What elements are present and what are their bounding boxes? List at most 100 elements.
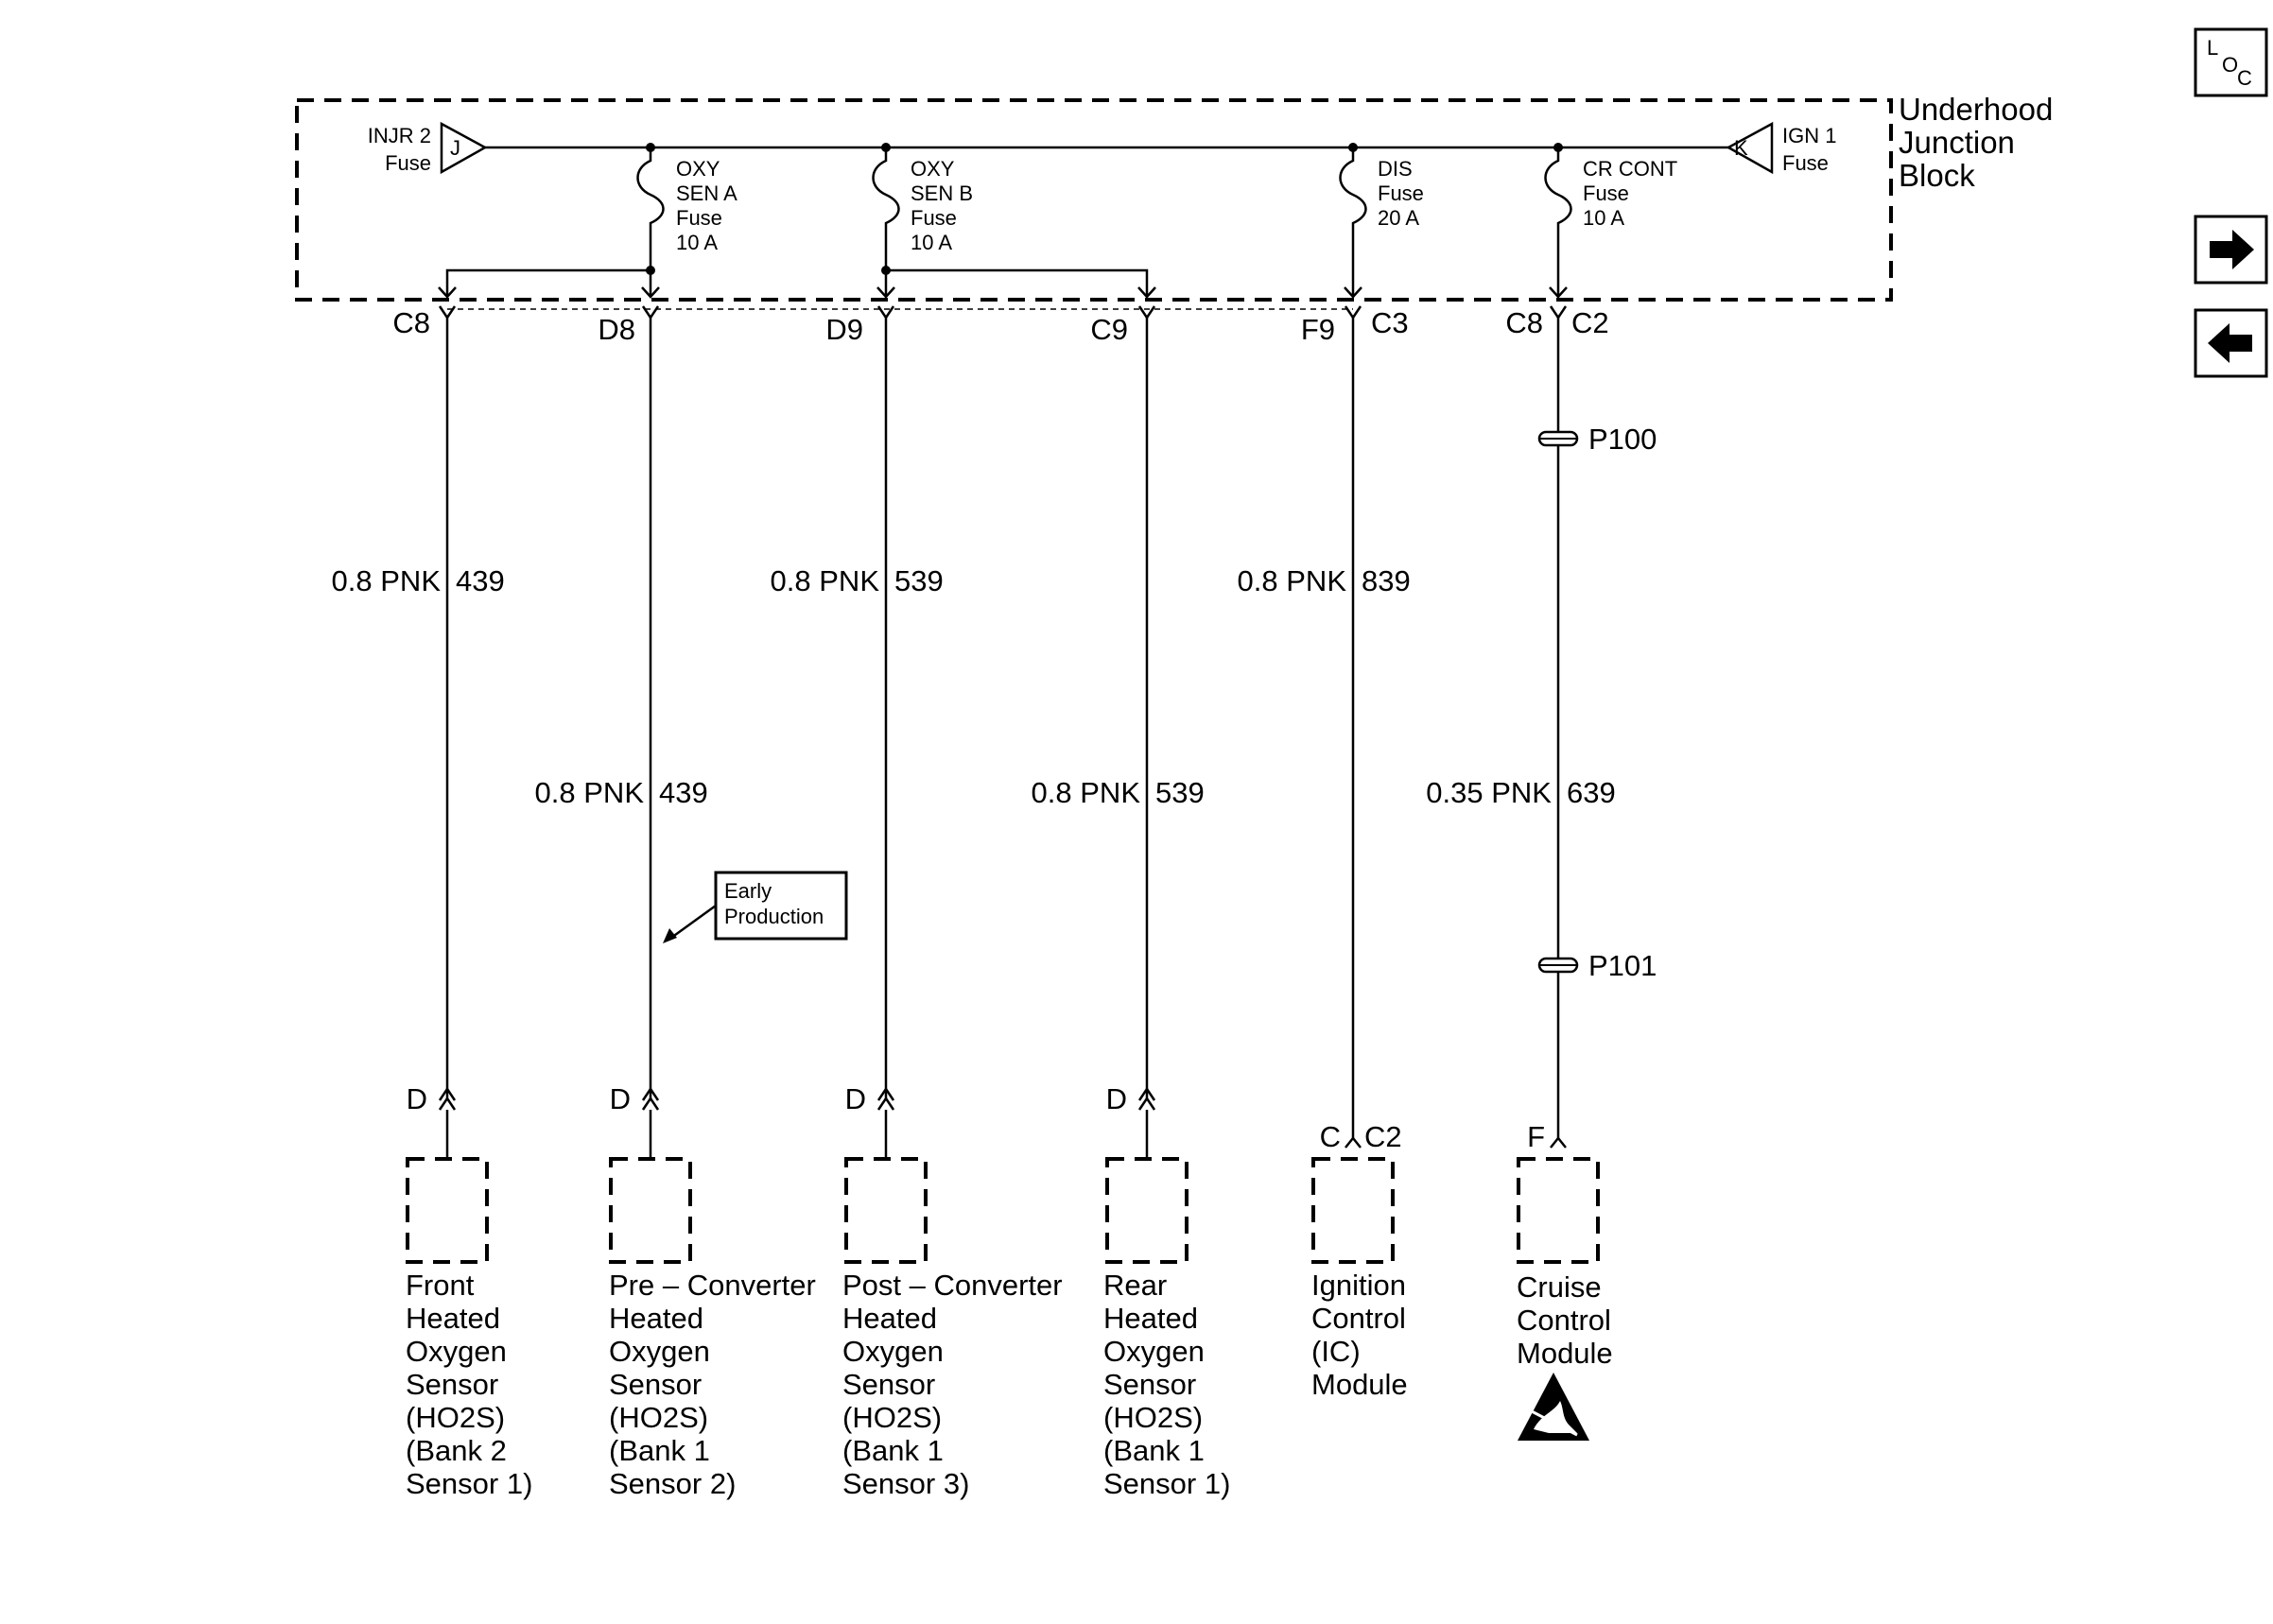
- pin-d-rear-chevron: [1137, 1086, 1156, 1111]
- esd-warning-icon: [1518, 1373, 1589, 1441]
- passthrough-p101: P101: [1537, 949, 1657, 982]
- pin-label-front: D: [407, 1082, 427, 1115]
- pin-label-pre: D: [610, 1082, 631, 1115]
- input-k-letter: K: [1734, 136, 1748, 160]
- pre-line-6: (Bank 1: [609, 1434, 710, 1467]
- cruise-line-2: Control: [1517, 1304, 1611, 1337]
- rear-line-4: Sensor: [1103, 1368, 1196, 1401]
- component-box-post-ho2s: [844, 1157, 928, 1264]
- underhood-junction-block: Underhood Junction Block J INJR 2 Fuse K…: [295, 92, 2053, 302]
- arrow-left-icon: [2208, 323, 2252, 363]
- next-page-button[interactable]: [2194, 215, 2268, 285]
- loc-button[interactable]: L O C: [2194, 27, 2268, 97]
- connector-label-d8: D8: [598, 313, 635, 346]
- pin-label-cruise: F: [1527, 1120, 1545, 1153]
- fuse-dis-element: [1339, 147, 1367, 295]
- note-arrowhead: [663, 928, 677, 943]
- cruise-line-1: Cruise: [1517, 1270, 1602, 1304]
- fuse-b-label-1: OXY: [911, 157, 955, 181]
- pin-d-post-chevron: [876, 1086, 895, 1111]
- fork-d8: [641, 305, 660, 320]
- fuse-b-label-3: Fuse: [911, 206, 957, 230]
- pre-line-1: Pre – Converter: [609, 1269, 816, 1302]
- fork-f9: [1344, 305, 1362, 320]
- fuse-oxy-sen-a: OXY SEN A Fuse 10 A: [636, 143, 737, 275]
- input-j-triangle: [440, 121, 488, 175]
- ic-line-4: Module: [1311, 1368, 1408, 1401]
- loc-button-frame: [2194, 27, 2268, 97]
- connector-label-c8-cr: C8: [1505, 306, 1543, 339]
- post-line-7: Sensor 3): [842, 1467, 969, 1500]
- component-box-cruise-module: [1517, 1157, 1600, 1264]
- wire-label-gauge-1: 0.8 PNK: [332, 564, 442, 597]
- connector-label-c2: C2: [1571, 306, 1609, 339]
- wire-label-circuit-3: 539: [894, 564, 944, 597]
- pin-c-ic-chevron: [1345, 1135, 1362, 1149]
- passthrough-p100-label: P100: [1588, 423, 1657, 456]
- rear-line-3: Oxygen: [1103, 1335, 1205, 1368]
- post-line-4: Sensor: [842, 1368, 935, 1401]
- fuse-cr-label-1: CR CONT: [1583, 157, 1677, 181]
- post-line-3: Oxygen: [842, 1335, 944, 1368]
- input-j-label-1: INJR 2: [368, 124, 431, 147]
- branch-fuse-b-to-c9: [886, 268, 1149, 295]
- component-box-front-ho2s: [406, 1157, 489, 1264]
- pre-line-2: Heated: [609, 1302, 703, 1335]
- front-line-1: Front: [406, 1269, 475, 1302]
- loc-letter-l: L: [2207, 36, 2218, 60]
- passthrough-p101-label: P101: [1588, 949, 1657, 982]
- fuse-dis-label-2: Fuse: [1378, 181, 1424, 205]
- input-k-label-1: IGN 1: [1782, 124, 1836, 147]
- arrow-c8-cr: [1549, 286, 1568, 299]
- rear-line-5: (HO2S): [1103, 1401, 1203, 1434]
- component-box-pre-ho2s: [609, 1157, 692, 1264]
- wire-label-circuit-1: 439: [456, 564, 505, 597]
- pin-label-ic: C: [1320, 1120, 1341, 1153]
- wire-label-gauge-6: 0.35 PNK: [1426, 776, 1552, 809]
- fork-c8-cr: [1549, 305, 1568, 320]
- junction-block-label-line-2: Junction: [1899, 125, 2015, 160]
- input-k-triangle: [1726, 121, 1774, 175]
- pre-line-5: (HO2S): [609, 1401, 708, 1434]
- wire-label-circuit-5: 839: [1362, 564, 1411, 597]
- wire-label-circuit-4: 539: [1155, 776, 1205, 809]
- front-line-7: Sensor 1): [406, 1467, 532, 1500]
- rear-line-1: Rear: [1103, 1269, 1167, 1302]
- input-j-label-2: Fuse: [385, 151, 431, 175]
- ic-line-1: Ignition: [1311, 1269, 1406, 1302]
- arrow-c9: [1137, 286, 1156, 299]
- front-line-2: Heated: [406, 1302, 500, 1335]
- connector-label-c9: C9: [1090, 313, 1128, 346]
- branch-fuse-a-to-c8: [445, 268, 651, 295]
- fuse-b-label-4: 10 A: [911, 231, 952, 254]
- wire-label-circuit-6: 639: [1567, 776, 1616, 809]
- fork-d9: [876, 305, 895, 320]
- note-leader-line: [670, 904, 717, 940]
- prev-button-frame: [2194, 308, 2268, 378]
- pin-label-ic-connector: C2: [1364, 1120, 1402, 1153]
- junction-block-outline: [295, 98, 1893, 302]
- junction-block-label-line-3: Block: [1899, 158, 1975, 193]
- component-label-rear-ho2s: Rear Heated Oxygen Sensor (HO2S) (Bank 1…: [1103, 1269, 1230, 1500]
- fuse-cr-label-2: Fuse: [1583, 181, 1629, 205]
- wire-label-gauge-5: 0.8 PNK: [1238, 564, 1347, 597]
- fuse-b-label-2: SEN B: [911, 181, 973, 205]
- wire-label-gauge-4: 0.8 PNK: [1032, 776, 1141, 809]
- post-line-6: (Bank 1: [842, 1434, 944, 1467]
- front-line-4: Sensor: [406, 1368, 498, 1401]
- post-line-1: Post – Converter: [842, 1269, 1063, 1302]
- rear-line-2: Heated: [1103, 1302, 1198, 1335]
- esd-slash: [1529, 1408, 1578, 1437]
- fork-c9: [1137, 305, 1156, 320]
- component-label-front-ho2s: Front Heated Oxygen Sensor (HO2S) (Bank …: [406, 1269, 532, 1500]
- input-j-letter: J: [450, 136, 460, 160]
- prev-page-button[interactable]: [2194, 308, 2268, 378]
- fuse-dis: DIS Fuse 20 A: [1339, 143, 1424, 295]
- fuse-a-label-3: Fuse: [676, 206, 722, 230]
- input-j-fuse: J INJR 2 Fuse: [368, 121, 488, 175]
- arrow-d8: [641, 286, 660, 299]
- fuse-a-element: [636, 147, 665, 270]
- connector-label-f9: F9: [1301, 313, 1335, 346]
- component-label-ic-module: Ignition Control (IC) Module: [1311, 1269, 1408, 1401]
- note-line-2: Production: [724, 905, 824, 928]
